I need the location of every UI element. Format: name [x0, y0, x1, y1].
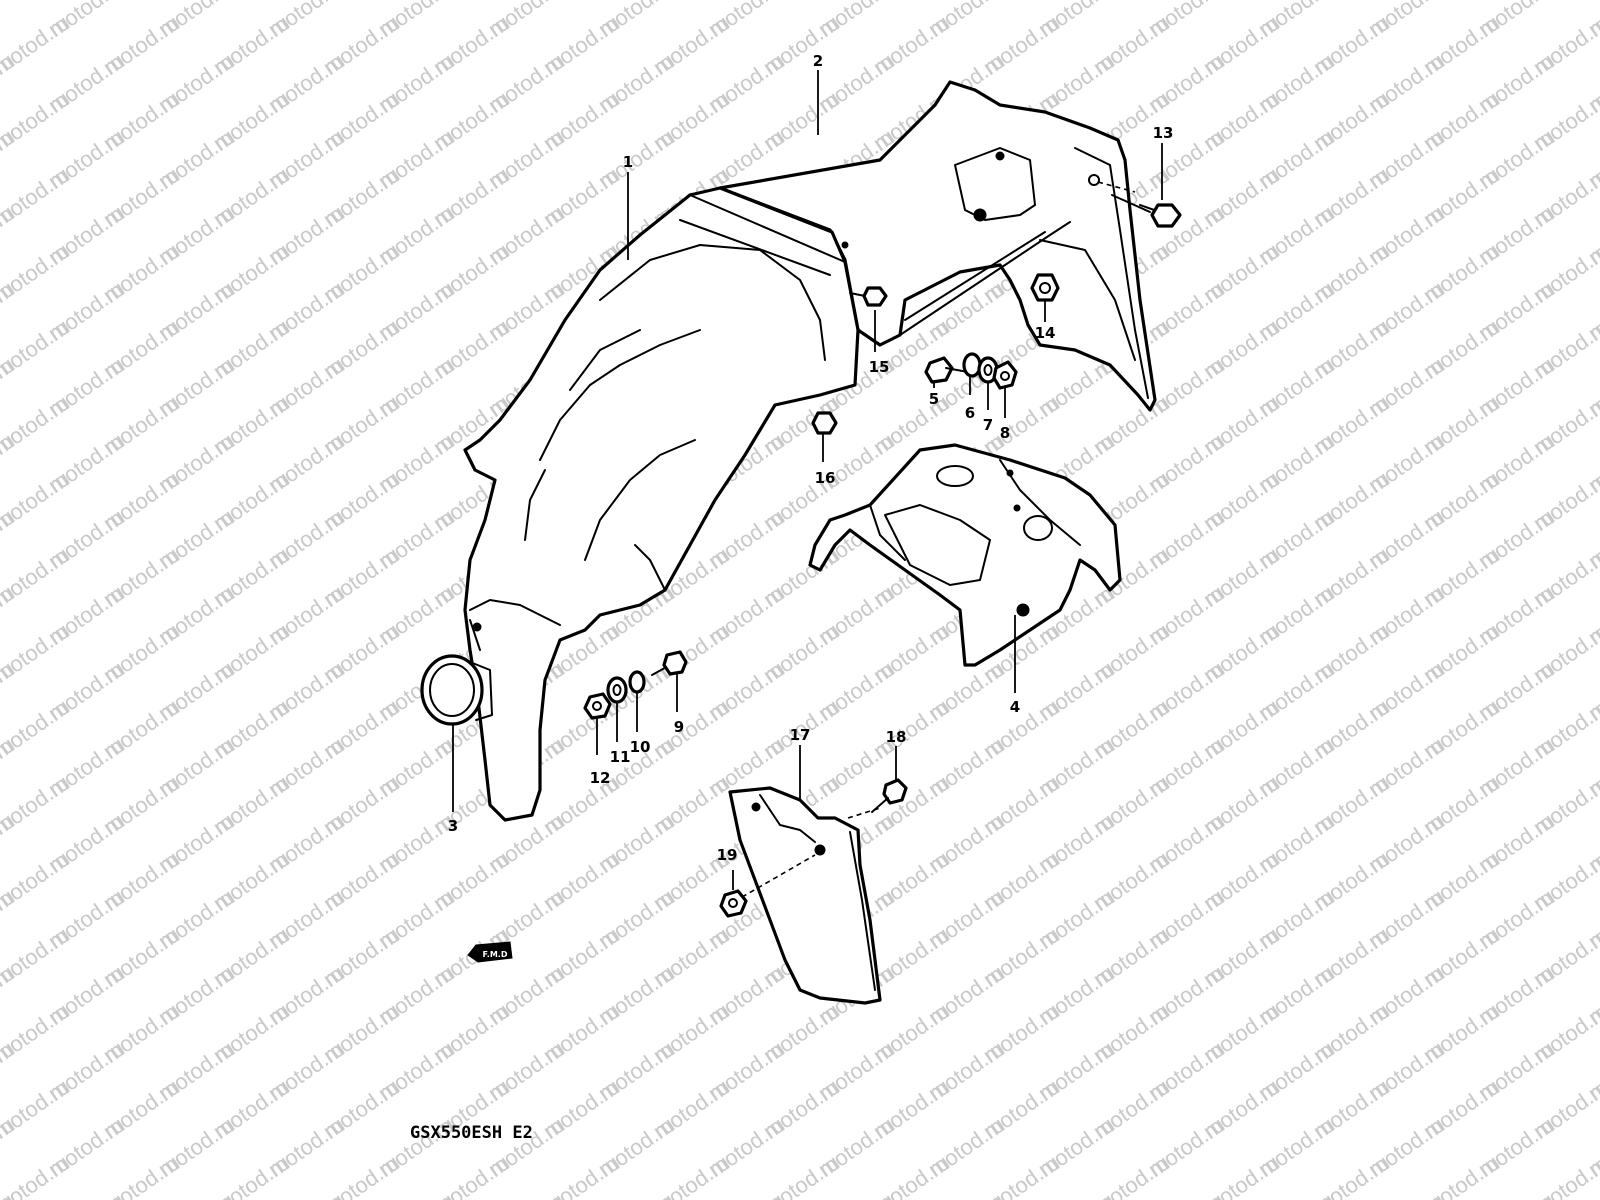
callouts: 1 2 3 4 5 6 7 8 9 10 11 12 13 14 15 16 1…: [448, 52, 1174, 864]
nut-16: [811, 411, 838, 435]
callout-14: 14: [1035, 324, 1056, 342]
callout-3: 3: [448, 817, 458, 835]
nut-19: [719, 889, 748, 918]
callout-5: 5: [929, 390, 939, 408]
callout-15: 15: [869, 358, 890, 376]
bolt-15: [849, 286, 888, 307]
callout-12: 12: [590, 769, 611, 787]
front-marker: F.M.D: [467, 941, 513, 963]
callout-10: 10: [630, 738, 651, 756]
part-rear-fender-main: [463, 186, 860, 822]
nut-14: [1030, 273, 1060, 302]
front-marker-label: F.M.D: [483, 950, 508, 959]
part-rear-fender-upper: [718, 80, 1157, 412]
bolt-13: [1111, 194, 1182, 228]
washer-10: [628, 670, 646, 694]
bolt-18: [871, 778, 908, 813]
callout-1: 1: [623, 153, 633, 171]
callout-9: 9: [674, 718, 684, 736]
callout-8: 8: [1000, 424, 1010, 442]
callout-13: 13: [1153, 124, 1174, 142]
callout-16: 16: [815, 469, 836, 487]
leader-lines: [452, 70, 1163, 890]
bolt-9: [651, 650, 688, 676]
callout-6: 6: [965, 404, 975, 422]
diagram-caption: GSX550ESH E2: [410, 1123, 533, 1143]
nut-12: [583, 692, 612, 720]
callout-11: 11: [610, 748, 631, 766]
part-mud-flap: [728, 786, 882, 1005]
watermark-text: motod.ru: [0, 1150, 74, 1200]
watermark-text: motod.ru: [0, 0, 74, 4]
hardware: [583, 194, 1182, 918]
part-reflector: [420, 654, 493, 726]
bolt-5: [924, 356, 969, 384]
washer-11: [606, 676, 628, 704]
callout-7: 7: [983, 416, 993, 434]
callout-17: 17: [790, 726, 811, 744]
part-bracket: [808, 443, 1122, 667]
callout-19: 19: [717, 846, 738, 864]
callout-2: 2: [813, 52, 823, 70]
callout-18: 18: [886, 728, 907, 746]
watermark-text: motod.ru: [0, 0, 19, 42]
callout-4: 4: [1010, 698, 1020, 716]
nut-8: [992, 360, 1018, 390]
